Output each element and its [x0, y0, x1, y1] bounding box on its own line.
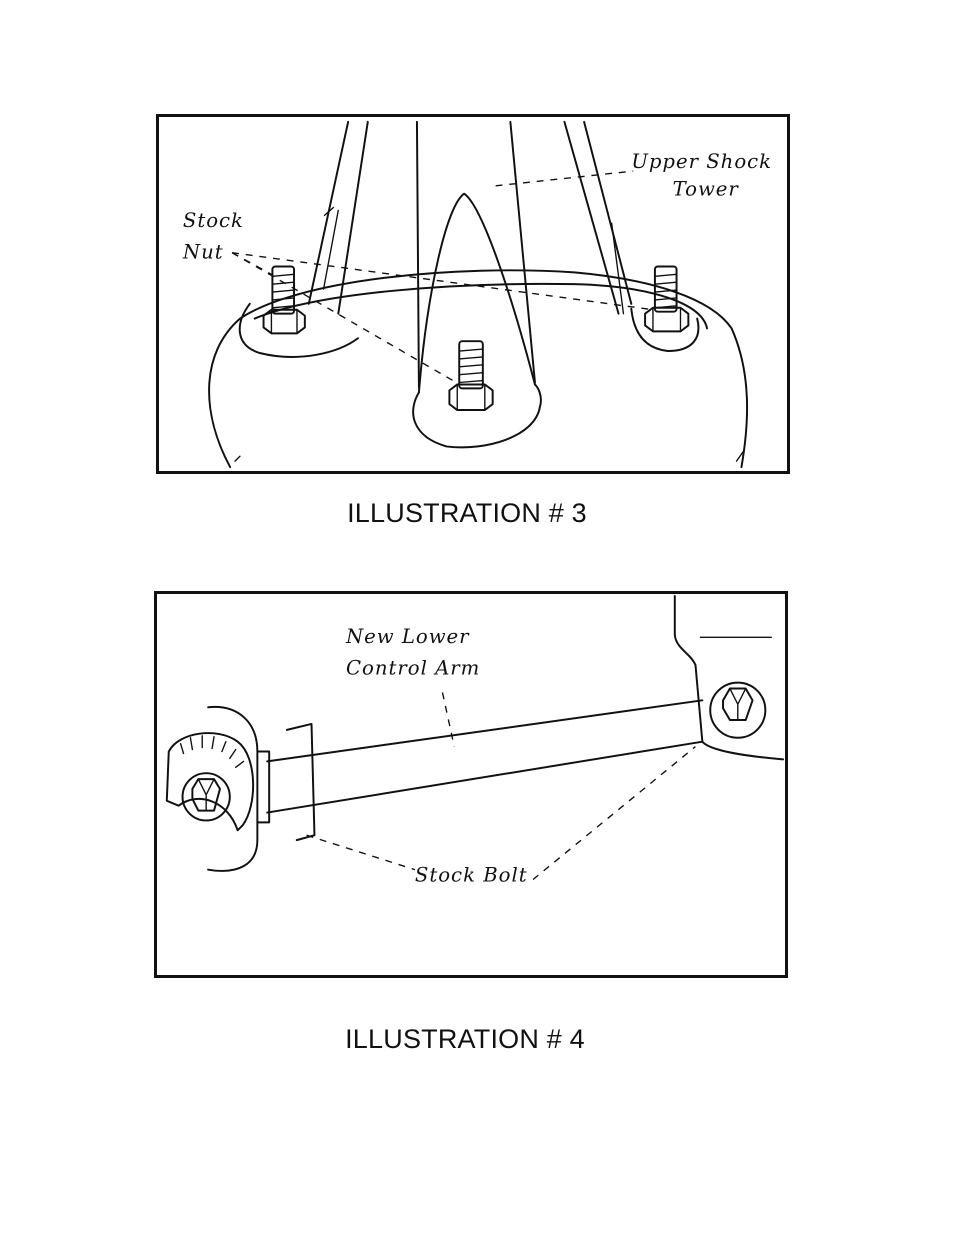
control-arm-drawing: New Lower Control Arm Stock Bolt — [165, 594, 785, 886]
bolt-callout-right — [532, 746, 696, 881]
illustration-3-caption: ILLUSTRATION # 3 — [347, 498, 587, 528]
label-stock-nut-line2: Nut — [182, 241, 224, 264]
tower-leg-right-outer — [583, 120, 633, 305]
arm-callout — [441, 692, 455, 747]
label-upper-shock-line2: Tower — [673, 178, 740, 201]
nut-callout-center — [231, 252, 457, 384]
tower-leg-left-outer — [307, 120, 350, 305]
right-flange — [630, 307, 700, 353]
illustration-3-panel: Upper Shock Tower Stock Nut — [156, 114, 790, 474]
tower-leg-center-right — [509, 120, 536, 384]
label-new-lower-line1: New Lower — [345, 625, 470, 648]
frame-bracket-right — [673, 594, 785, 761]
bolt-callout-left — [306, 834, 416, 871]
left-flange — [238, 302, 359, 358]
right-stud-nut — [644, 265, 690, 333]
right-bolt — [709, 681, 767, 739]
nut-callout-right — [231, 252, 654, 311]
mount-top-rim — [253, 282, 709, 330]
tower-leg-right-inner — [563, 120, 620, 315]
camber-adjuster-plate — [165, 732, 255, 832]
left-stud-nut — [262, 265, 306, 335]
left-bolt — [181, 772, 231, 822]
illustration-4-panel: New Lower Control Arm Stock Bolt — [154, 591, 788, 978]
center-flange — [412, 383, 542, 449]
upper-tower-callout — [495, 170, 634, 187]
tower-leg-center-left — [415, 120, 420, 389]
mount-body-outline — [208, 269, 749, 469]
control-arm-top-edge — [266, 699, 704, 763]
label-stock-nut-line1: Stock — [183, 209, 244, 232]
control-arm-bottom-edge — [266, 740, 704, 814]
label-upper-shock-line1: Upper Shock — [631, 150, 772, 173]
center-stud-nut — [448, 340, 494, 412]
shock-tower-drawing: Upper Shock Tower Stock Nut — [182, 120, 772, 469]
center-spike — [417, 192, 536, 394]
illustration-4-caption: ILLUSTRATION # 4 — [345, 1024, 585, 1054]
label-stock-bolt: Stock Bolt — [415, 863, 528, 886]
label-new-lower-line2: Control Arm — [346, 657, 480, 680]
left-mount-housing — [207, 705, 259, 872]
